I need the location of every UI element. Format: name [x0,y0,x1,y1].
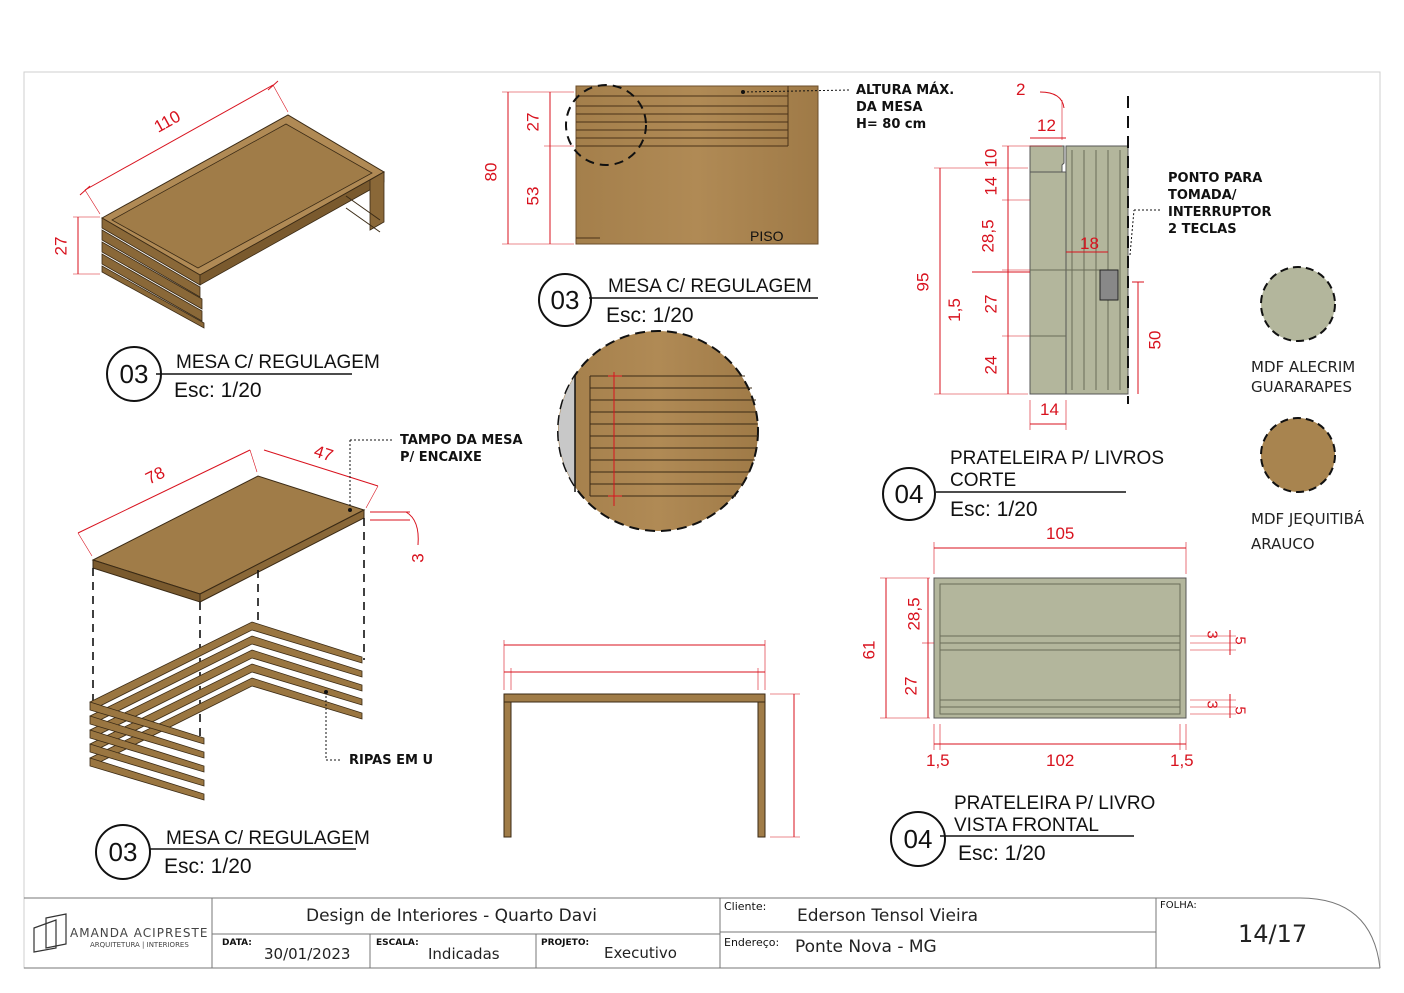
v2-dim-total: 80 [481,162,501,182]
detail-ripas-drawing [503,640,800,838]
front-dim-105: 105 [1046,524,1075,543]
section-note-line4: 2 TECLAS [1168,222,1237,237]
view2-elevation [502,84,851,245]
section-view-number: 04 [882,467,936,521]
section-note-line2: TOMADA/ [1168,188,1237,203]
material-swatch-1 [1260,417,1336,493]
front-dim-27: 27 [901,676,921,696]
v2-title: MESA C/ REGULAGEM [608,276,812,297]
front-dim-1-5-left: 1,5 [926,751,950,770]
material-1-line1: MDF JEQUITIBÁ [1251,510,1365,528]
date-value: 30/01/2023 [264,945,351,963]
v1-title: MESA C/ REGULAGEM [176,352,380,373]
address-value: Ponte Nova - MG [795,937,937,957]
v1-scale: Esc: 1/20 [174,379,262,402]
v2-dim-top: 27 [523,112,543,132]
section-dim-14-bottom: 14 [1040,400,1059,419]
v2-dim-bottom: 53 [523,186,543,206]
v1-view-number: 03 [106,346,162,402]
material-0-line1: MDF ALECRIM [1251,358,1356,376]
front-title-line1: PRATELEIRA P/ LIVRO [954,793,1156,814]
v2-floor-label: PISO [750,228,784,244]
v3-note-top-line2: P/ ENCAIXE [400,450,482,465]
front-dim-28-5: 28,5 [904,597,924,631]
section-dim-50: 50 [1145,330,1165,350]
section-dim-10: 10 [981,148,1001,168]
logo-mark [33,913,67,953]
front-view-number: 04 [890,811,946,867]
scale-label: ESCALA: [376,938,419,948]
section-dim-1-5: 1,5 [944,298,964,322]
v3-dim-thickness: 3 [408,553,428,563]
v2-view-number: 03 [538,273,592,327]
sheet-value: 14/17 [1238,920,1308,948]
view1-iso-desk [73,80,386,329]
section-title-line1: PRATELEIRA P/ LIVROS [950,448,1165,469]
section-dim-14: 14 [981,176,1001,196]
front-dim-3b: 3 [1203,700,1221,709]
v1-dim-height: 27 [51,236,71,256]
project-title: Design de Interiores - Quarto Davi [306,906,597,926]
logo-name: AMANDA ACIPRESTE [70,926,209,940]
front-scale: Esc: 1/20 [958,842,1046,865]
front-dim-5a: 5 [1231,636,1249,645]
project-value: Executivo [604,944,677,962]
v2-note-line1: ALTURA MÁX. [856,83,955,98]
client-label: Cliente: [724,900,767,913]
project-label: PROJETO: [541,938,590,948]
title-underlines [150,297,1134,850]
section-dim-27: 27 [981,294,1001,314]
v2-note-line3: H= 80 cm [856,117,927,132]
v2-note-line2: DA MESA [856,100,923,115]
section-dim-12: 12 [1037,116,1056,135]
material-1-line2: ARAUCO [1251,535,1315,553]
front-dim-1-5-right: 1,5 [1170,751,1194,770]
front-title-line2: VISTA FRONTAL [954,815,1099,836]
section-dim-95: 95 [913,272,933,292]
logo-subtitle: ARQUITETURA | INTERIORES [90,941,189,949]
title-block-frame [24,897,1381,969]
section-dim-2: 2 [1016,80,1026,99]
client-value: Ederson Tensol Vieira [797,906,979,926]
detail-spacing-drawing [557,330,759,532]
v2-scale: Esc: 1/20 [606,304,694,327]
section-note-line1: PONTO PARA [1168,171,1263,186]
shelf-front-drawing [880,542,1236,750]
scale-value: Indicadas [428,945,500,963]
v3-scale: Esc: 1/20 [164,855,252,878]
section-scale: Esc: 1/20 [950,498,1038,521]
front-dim-5b: 5 [1231,706,1249,715]
sheet-label: FOLHA: [1160,900,1197,911]
section-title-line2: CORTE [950,470,1017,491]
section-dim-28-5: 28,5 [978,219,998,253]
v3-note-bottom: RIPAS EM U [349,753,434,768]
view3-exploded [77,439,419,801]
date-label: DATA: [222,938,252,948]
v3-note-top-line1: TAMPO DA MESA [400,433,523,448]
v3-title: MESA C/ REGULAGEM [166,828,370,849]
material-swatch-0 [1260,266,1336,342]
front-dim-61: 61 [859,640,879,660]
front-dim-102: 102 [1046,751,1075,770]
material-0-line2: GUARARAPES [1251,378,1353,396]
section-dim-18: 18 [1080,234,1099,253]
section-note-line3: INTERRUPTOR [1168,205,1272,220]
v3-view-number: 03 [95,824,151,880]
section-dim-24: 24 [981,355,1001,375]
front-dim-3a: 3 [1203,630,1221,639]
address-label: Endereço: [724,936,780,949]
shelf-section-drawing [934,91,1162,430]
